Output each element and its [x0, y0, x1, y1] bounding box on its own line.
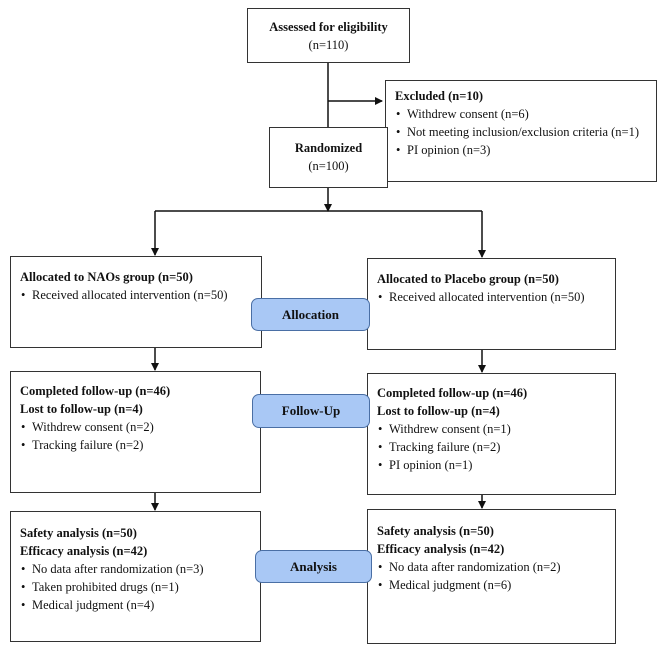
right-analysis-list: No data after randomization (n=2) Medica… — [377, 558, 606, 594]
list-item: Medical judgment (n=4) — [20, 596, 251, 614]
right-lost: Lost to follow-up (n=4) — [377, 404, 500, 418]
left-completed: Completed follow-up (n=46) — [20, 384, 171, 398]
excluded-item: Withdrew consent (n=6) — [395, 105, 647, 123]
stage-allocation: Allocation — [251, 298, 370, 331]
excluded-box: Excluded (n=10) Withdrew consent (n=6) N… — [385, 80, 657, 182]
randomized-box: Randomized (n=100) — [269, 127, 388, 188]
left-followup-box: Completed follow-up (n=46) Lost to follo… — [10, 371, 261, 493]
list-item: Tracking failure (n=2) — [377, 438, 606, 456]
right-followup-list: Withdrew consent (n=1) Tracking failure … — [377, 420, 606, 474]
list-item: Taken prohibited drugs (n=1) — [20, 578, 251, 596]
assessed-title: Assessed for eligibility — [269, 20, 388, 34]
randomized-count: (n=100) — [308, 159, 349, 173]
right-analysis-box: Safety analysis (n=50) Efficacy analysis… — [367, 509, 616, 644]
left-safety: Safety analysis (n=50) — [20, 526, 137, 540]
list-item: Tracking failure (n=2) — [20, 436, 251, 454]
right-completed: Completed follow-up (n=46) — [377, 386, 528, 400]
left-followup-list: Withdrew consent (n=2) Tracking failure … — [20, 418, 251, 454]
left-analysis-box: Safety analysis (n=50) Efficacy analysis… — [10, 511, 261, 642]
list-item: Withdrew consent (n=1) — [377, 420, 606, 438]
excluded-list: Withdrew consent (n=6) Not meeting inclu… — [395, 105, 647, 159]
stage-analysis: Analysis — [255, 550, 372, 583]
excluded-title: Excluded (n=10) — [395, 89, 484, 103]
list-item: Withdrew consent (n=2) — [20, 418, 251, 436]
right-allocation-list: Received allocated intervention (n=50) — [377, 288, 606, 306]
list-item: PI opinion (n=1) — [377, 456, 606, 474]
right-safety: Safety analysis (n=50) — [377, 524, 494, 538]
list-item: No data after randomization (n=2) — [377, 558, 606, 576]
left-lost: Lost to follow-up (n=4) — [20, 402, 143, 416]
left-analysis-list: No data after randomization (n=3) Taken … — [20, 560, 251, 614]
left-allocation-list: Received allocated intervention (n=50) — [20, 286, 252, 304]
list-item: No data after randomization (n=3) — [20, 560, 251, 578]
right-followup-box: Completed follow-up (n=46) Lost to follo… — [367, 373, 616, 495]
right-allocation-box: Allocated to Placebo group (n=50) Receiv… — [367, 258, 616, 350]
excluded-item: Not meeting inclusion/exclusion criteria… — [395, 123, 647, 141]
assessed-box: Assessed for eligibility (n=110) — [247, 8, 410, 63]
list-item: Medical judgment (n=6) — [377, 576, 606, 594]
left-allocation-title: Allocated to NAOs group (n=50) — [20, 270, 193, 284]
right-efficacy: Efficacy analysis (n=42) — [377, 542, 505, 556]
left-allocation-box: Allocated to NAOs group (n=50) Received … — [10, 256, 262, 348]
list-item: Received allocated intervention (n=50) — [20, 286, 252, 304]
stage-followup: Follow-Up — [252, 394, 370, 428]
left-efficacy: Efficacy analysis (n=42) — [20, 544, 148, 558]
right-allocation-title: Allocated to Placebo group (n=50) — [377, 272, 559, 286]
randomized-title: Randomized — [294, 141, 363, 155]
excluded-item: PI opinion (n=3) — [395, 141, 647, 159]
list-item: Received allocated intervention (n=50) — [377, 288, 606, 306]
assessed-count: (n=110) — [308, 38, 349, 52]
